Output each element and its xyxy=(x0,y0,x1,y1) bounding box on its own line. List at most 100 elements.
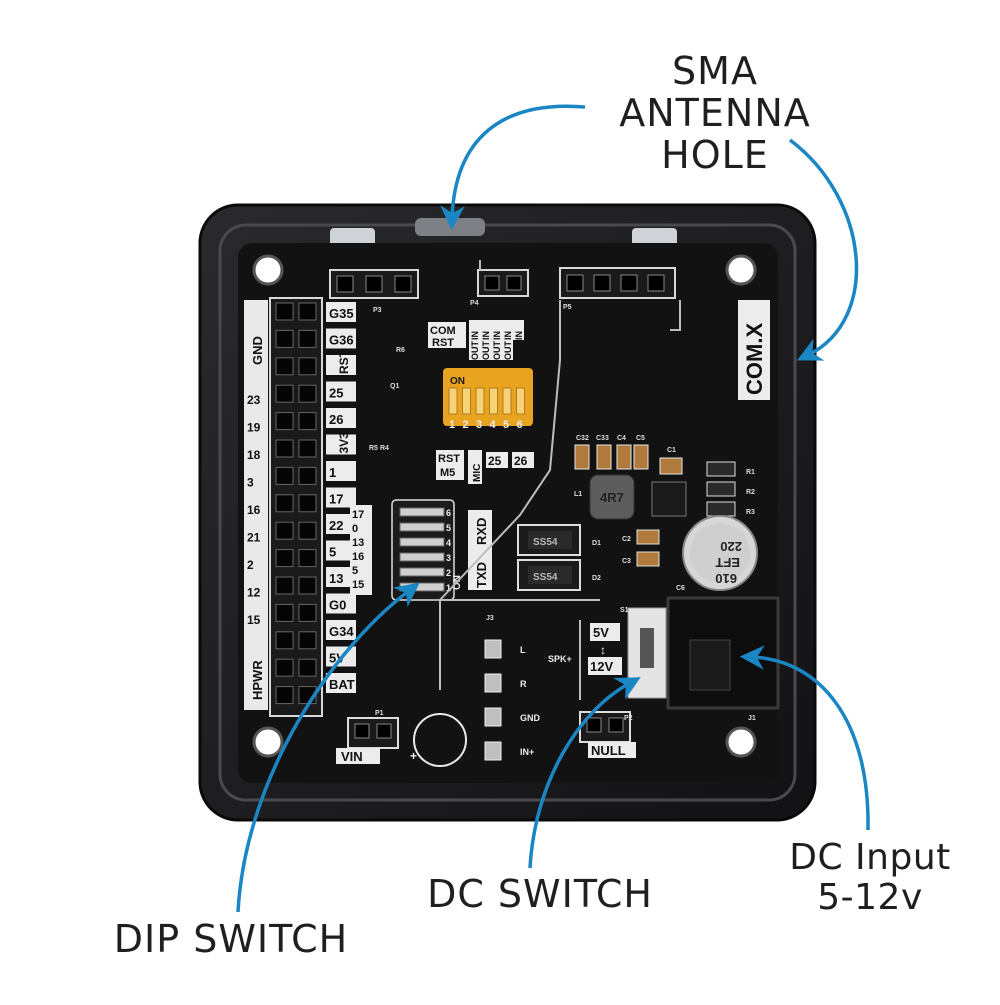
edge-label-hpwr: HPWR xyxy=(250,660,265,700)
header-pin xyxy=(275,631,294,650)
dip-top-key xyxy=(489,387,498,415)
header-pin xyxy=(275,603,294,622)
mic-polarity: + xyxy=(410,749,417,763)
edge-pin-label: 19 xyxy=(247,421,261,435)
component-ref: P5 xyxy=(563,304,572,311)
component-ref: S1 xyxy=(620,607,629,614)
dip-top-number: 3 xyxy=(476,419,482,431)
header-pin xyxy=(298,603,317,622)
dip-left-key xyxy=(399,567,445,577)
left-label-box xyxy=(326,461,356,481)
left-label: G0 xyxy=(329,598,346,613)
header-pin xyxy=(298,466,317,485)
left-label-box xyxy=(326,434,356,455)
left-label: G36 xyxy=(329,333,354,348)
component-ref: P1 xyxy=(375,710,384,717)
edge-pin-label: 16 xyxy=(247,503,261,517)
dip-left-rxd: RXD xyxy=(474,518,489,545)
edge-pin-label: 2 xyxy=(247,558,254,572)
component-ref: C32 xyxy=(576,435,589,442)
dip-top-number: 6 xyxy=(517,419,523,431)
dip-left-number: 2 xyxy=(446,568,451,578)
dip-left-pin: 0 xyxy=(352,523,358,535)
smd-caps xyxy=(574,444,683,475)
callout-dip-switch: DIP SWITCH xyxy=(96,920,366,958)
left-label-box xyxy=(326,355,356,375)
arrow-dc-switch xyxy=(528,677,641,869)
left-label-box xyxy=(326,408,356,428)
header-pin xyxy=(298,384,317,403)
dip-left-number: 5 xyxy=(446,523,451,533)
dip-left-pin: 17 xyxy=(352,509,364,521)
header-pin xyxy=(298,549,317,568)
arrow-dip xyxy=(236,582,420,913)
component-ref: C5 xyxy=(636,435,645,442)
header-pin xyxy=(275,384,294,403)
dip-top-label: OUT xyxy=(492,341,502,361)
dip-left-number: 4 xyxy=(446,538,451,548)
mic-footprint xyxy=(413,713,467,767)
voltage-5v: 5V xyxy=(593,625,609,640)
dip-left-key xyxy=(399,552,445,562)
component-ref: D1 xyxy=(592,540,601,547)
speaker-pad-label: GND xyxy=(520,713,541,723)
header-pin xyxy=(298,412,317,431)
dip-top-label-box xyxy=(480,340,491,360)
header-pin xyxy=(275,412,294,431)
edge-pin-label: 23 xyxy=(247,393,261,407)
left-label-box xyxy=(326,593,356,614)
edge-pin-label: 21 xyxy=(247,531,261,545)
component-ref: R3 xyxy=(746,509,755,516)
dip-top-key xyxy=(502,387,512,415)
svg-text:NULL: NULL xyxy=(591,743,626,758)
dip-left-txd: TXD xyxy=(474,562,489,588)
vin-header: VIN xyxy=(336,717,399,764)
component-ref: P3 xyxy=(373,307,382,314)
left-label-box xyxy=(326,487,356,508)
left-label: 5V xyxy=(329,651,345,666)
component-ref: C4 xyxy=(617,435,626,442)
left-label: 25 xyxy=(329,386,343,401)
speaker-pad-label: L xyxy=(520,645,526,655)
voltage-switch-slider xyxy=(640,628,654,668)
svg-text:VIN: VIN xyxy=(341,749,363,764)
dip-top-label-box xyxy=(491,320,502,340)
header-pin xyxy=(275,357,294,376)
top-header-p4 xyxy=(477,269,529,297)
mounting-holes xyxy=(252,254,757,758)
dip-top-label: IN xyxy=(514,331,524,340)
speaker-pad-label: IN+ xyxy=(520,747,534,757)
dip-top-label-box xyxy=(502,320,513,340)
dip-top-key xyxy=(462,387,471,415)
dip-top-label: OUT xyxy=(503,341,513,361)
left-label: 13 xyxy=(329,571,343,586)
regulator-chip xyxy=(651,481,687,517)
dip-top-label-box xyxy=(480,320,491,340)
svg-text:SS54: SS54 xyxy=(533,537,558,548)
top-header-p5 xyxy=(559,267,676,299)
left-label-box xyxy=(326,620,356,640)
header-pin xyxy=(298,658,317,677)
dip-bottom-box xyxy=(512,452,534,468)
inductor-label: 4R7 xyxy=(600,490,624,505)
dip-bottom-label: 25 xyxy=(488,454,502,468)
callout-sma-antenna: SMA ANTENNA HOLE xyxy=(590,52,840,178)
spk-label: SPK+ xyxy=(548,654,572,664)
header-pin xyxy=(275,329,294,348)
dip-top-label: COM xyxy=(430,325,456,337)
dip-left-key xyxy=(399,537,445,547)
left-label: G34 xyxy=(329,624,354,639)
callout-dc-input-line-1: DC Input xyxy=(789,837,951,878)
left-label: RST xyxy=(337,349,351,374)
dip-bottom-label: M5 xyxy=(440,467,455,479)
component-ref: Q1 xyxy=(390,383,399,390)
left-label-box xyxy=(326,514,356,534)
dip-left-key xyxy=(399,582,445,592)
header-pin xyxy=(298,329,317,348)
dip-left-key xyxy=(399,522,445,532)
dip-bottom-box xyxy=(468,450,482,484)
